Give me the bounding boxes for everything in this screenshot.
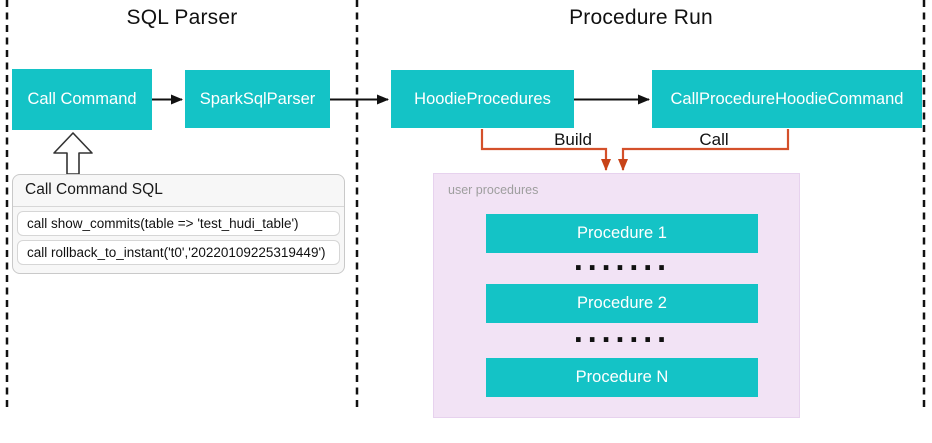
sql-query-row: call show_commits(table => 'test_hudi_ta… (17, 211, 340, 236)
user-procedures-label: user procedures (448, 183, 539, 197)
node-hoodieprocedures: HoodieProcedures (391, 70, 574, 128)
up-block-arrow-icon (53, 132, 93, 175)
call-command-sql-card: Call Command SQL call show_commits(table… (12, 174, 345, 274)
sql-card-title: Call Command SQL (13, 175, 344, 207)
node-procedure-2: Procedure 2 (486, 284, 758, 323)
node-procedure-1: Procedure 1 (486, 214, 758, 253)
node-procedure-n: Procedure N (486, 358, 758, 397)
section-title-procedure-run: Procedure Run (569, 6, 713, 29)
section-title-sql-parser: SQL Parser (126, 6, 238, 29)
ellipsis-dots: ....... (573, 330, 671, 349)
sql-query-row: call rollback_to_instant('t0','202201092… (17, 240, 340, 265)
node-callprocedurehoodiecommand: CallProcedureHoodieCommand (652, 70, 922, 128)
node-sparksqlparser: SparkSqlParser (185, 70, 330, 128)
user-procedures-panel: user procedures Procedure 1 ....... Proc… (433, 173, 800, 418)
node-call-command: Call Command (12, 69, 152, 130)
edge-label-build: Build (554, 130, 592, 149)
ellipsis-dots: ....... (573, 258, 671, 277)
edge-label-call: Call (699, 130, 729, 149)
